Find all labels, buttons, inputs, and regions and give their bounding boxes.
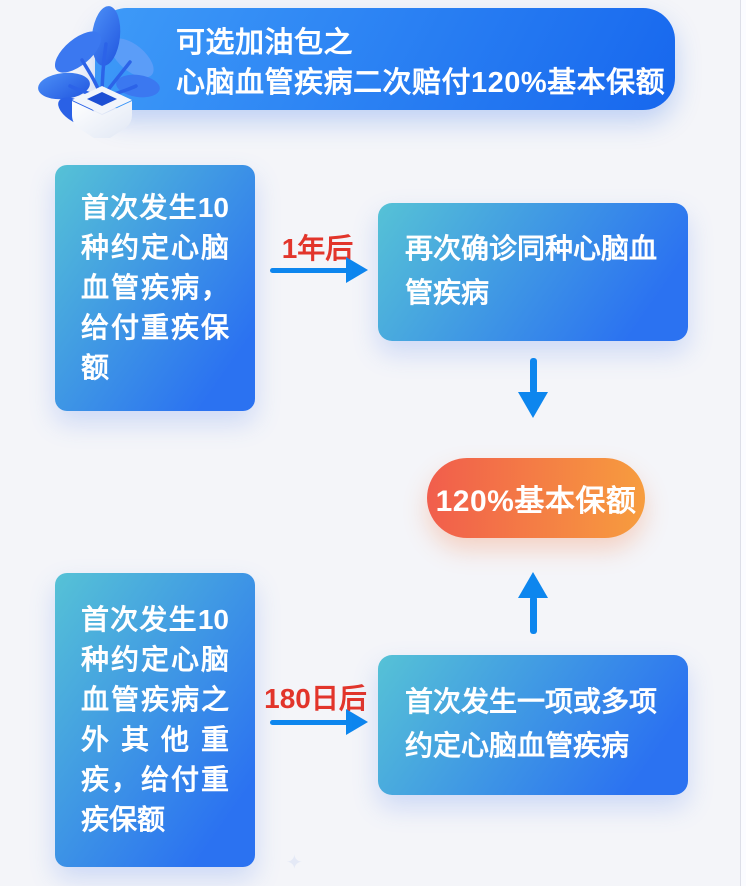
sparkle-decoration: ✦ xyxy=(286,852,303,874)
arrow-head xyxy=(346,709,368,735)
title-bubble: 可选加油包之 心脑血管疾病二次赔付120%基本保额 xyxy=(95,8,675,110)
waiting-period-label-2: 180日后 xyxy=(264,683,367,714)
arrow-shaft xyxy=(270,268,350,273)
arrow-down-icon xyxy=(518,358,548,420)
title-line-2: 心脑血管疾病二次赔付120%基本保额 xyxy=(176,67,666,99)
trigger-box-same-disease: 首次发生10种约定心脑血管疾病，给付重疾保额 xyxy=(55,165,255,411)
arrow-shaft xyxy=(530,358,537,394)
potted-plant-icon xyxy=(38,6,160,138)
trigger-box-other-disease: 首次发生10种约定心脑血管疾病之外其他重疾，给付重疾保额 xyxy=(55,573,255,867)
arrow-right-icon xyxy=(270,709,368,735)
waiting-period-label-1: 1年后 xyxy=(281,233,354,264)
arrow-head xyxy=(518,572,548,598)
outcome-box-first-occurrence: 首次发生一项或多项约定心脑血管疾病 xyxy=(378,655,688,795)
arrow-head xyxy=(346,257,368,283)
outcome-box-rediagnosis: 再次确诊同种心脑血管疾病 xyxy=(378,203,688,341)
arrow-shaft xyxy=(270,720,350,725)
arrow-right-icon xyxy=(270,257,368,283)
arrow-head xyxy=(518,392,548,418)
result-badge: 120%基本保额 xyxy=(427,458,645,538)
arrow-up-icon xyxy=(518,572,548,634)
card-edge-divider xyxy=(740,0,746,886)
title-line-1: 可选加油包之 xyxy=(176,27,354,59)
arrow-shaft xyxy=(530,596,537,634)
